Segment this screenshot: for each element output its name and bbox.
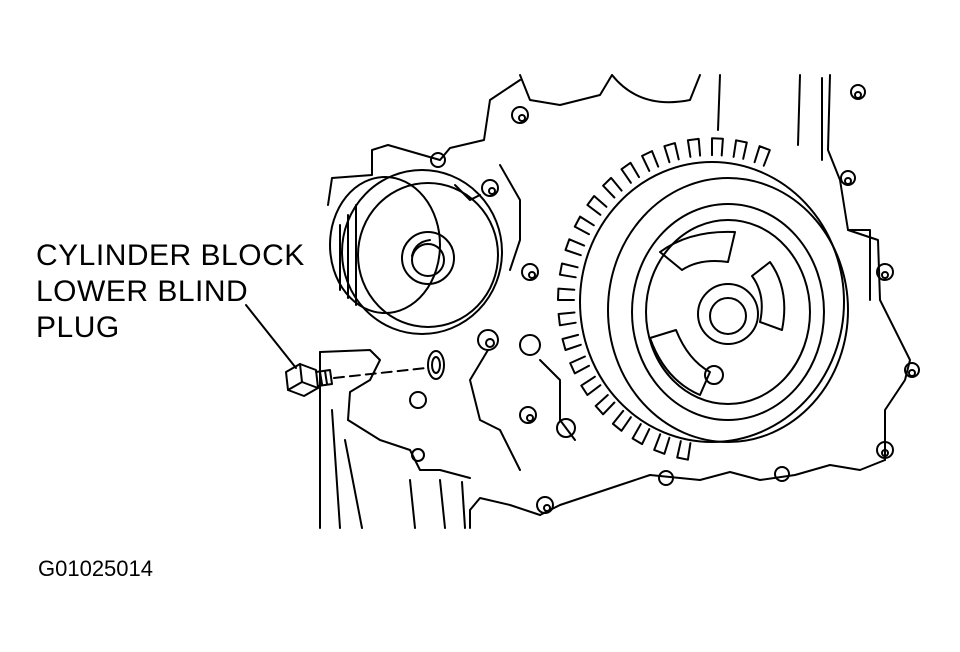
callout-line-3: PLUG xyxy=(36,311,120,344)
callout-line-2: LOWER BLIND xyxy=(36,275,249,308)
engine-block-outline xyxy=(320,75,910,528)
plug-install-dashline xyxy=(334,368,426,378)
idler-pulley xyxy=(330,170,502,334)
crankshaft-pulley xyxy=(558,138,848,459)
callout-line-1: CYLINDER BLOCK xyxy=(36,239,305,272)
plug-bore xyxy=(428,351,444,379)
figure-id: G01025014 xyxy=(38,556,153,581)
plug-callout-label: CYLINDER BLOCK LOWER BLIND PLUG xyxy=(36,238,305,346)
callout-leader-line xyxy=(246,305,296,368)
bolt-heads xyxy=(410,85,919,513)
blind-plug-bolt xyxy=(286,364,332,396)
